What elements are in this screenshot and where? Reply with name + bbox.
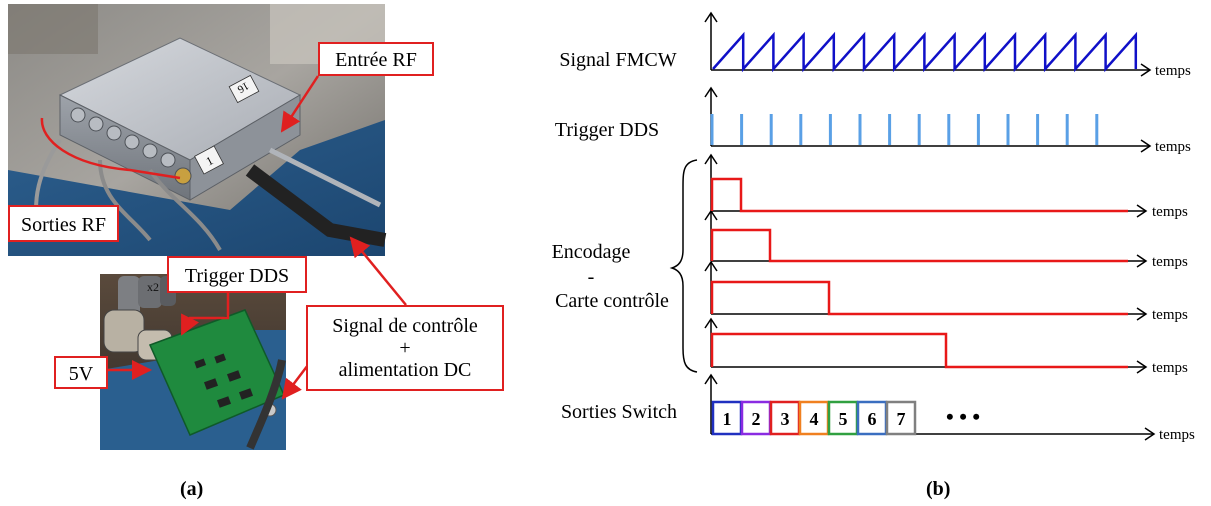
encodage-traces (710, 177, 1128, 369)
axis-unit-switch: temps (1159, 427, 1195, 443)
encodage-trace (710, 177, 1128, 213)
switch-output-box (885, 400, 917, 436)
switch-output-box (711, 400, 743, 436)
axis-unit-enc3: temps (1152, 307, 1188, 323)
panel-label-b: (b) (926, 478, 951, 500)
switch-output-box (740, 400, 772, 436)
switch-output-label: 2 (752, 409, 761, 429)
switch-output-box (856, 400, 888, 436)
row-label-trigger-dds: Trigger DDS (555, 119, 659, 141)
photo-control-board: x2 (100, 274, 286, 450)
cable-tag-x2: x2 (147, 280, 159, 294)
row-label-encodage-dash: - (588, 266, 595, 288)
callout-trigger-dds: Trigger DDS (167, 256, 307, 293)
switch-output-box (827, 400, 859, 436)
callout-signal-controle-line3: alimentation DC (338, 359, 472, 381)
encodage-trace (710, 332, 1128, 369)
axes (704, 11, 1156, 441)
axis-unit-enc2: temps (1152, 254, 1188, 270)
switch-output-label: 5 (839, 409, 848, 429)
trigger-dds-pulses (710, 114, 1099, 145)
row-label-encodage: Encodage (552, 241, 631, 263)
row-label-sorties-switch: Sorties Switch (561, 401, 677, 423)
callout-arrows (107, 75, 407, 400)
callout-5v-text: 5V (68, 363, 94, 385)
switch-output-label: 1 (723, 409, 732, 429)
callout-entree-rf-text: Entrée RF (335, 49, 417, 71)
encodage-trace (710, 228, 1128, 263)
axis-unit-enc1: temps (1152, 204, 1188, 220)
switch-output-label: 3 (781, 409, 790, 429)
callout-sorties-rf-text: Sorties RF (20, 214, 107, 236)
axis-unit-trigger: temps (1155, 139, 1191, 155)
row-label-signal-fmcw: Signal FMCW (559, 49, 676, 71)
fmcw-sawtooth-wave (712, 31, 1138, 73)
switch-output-label: 4 (810, 409, 819, 429)
timing-diagram: Signal FMCW Trigger DDS Encodage - Carte… (552, 11, 1195, 443)
callout-signal-controle-line1: Signal de contrôle (332, 315, 478, 337)
callout-trigger-dds-text: Trigger DDS (184, 265, 290, 287)
encodage-brace (669, 159, 698, 373)
axis-unit-enc4: temps (1152, 360, 1188, 376)
callout-5v: 5V (54, 356, 108, 389)
switch-output-label: 7 (897, 409, 906, 429)
callout-signal-controle-line2: + (399, 337, 411, 359)
callout-entree-rf: Entrée RF (318, 42, 434, 76)
encodage-trace (710, 280, 1128, 316)
callout-signal-controle: Signal de contrôle + alimentation DC (306, 305, 504, 391)
axis-unit-fmcw: temps (1155, 63, 1191, 79)
switch-ellipsis: • • • (946, 404, 980, 429)
switch-output-label: 6 (868, 409, 877, 429)
box-label-1: 1 (204, 153, 216, 168)
panel-label-a: (a) (180, 478, 204, 500)
callout-sorties-rf: Sorties RF (8, 205, 119, 242)
row-label-carte-controle: Carte contrôle (555, 290, 669, 312)
